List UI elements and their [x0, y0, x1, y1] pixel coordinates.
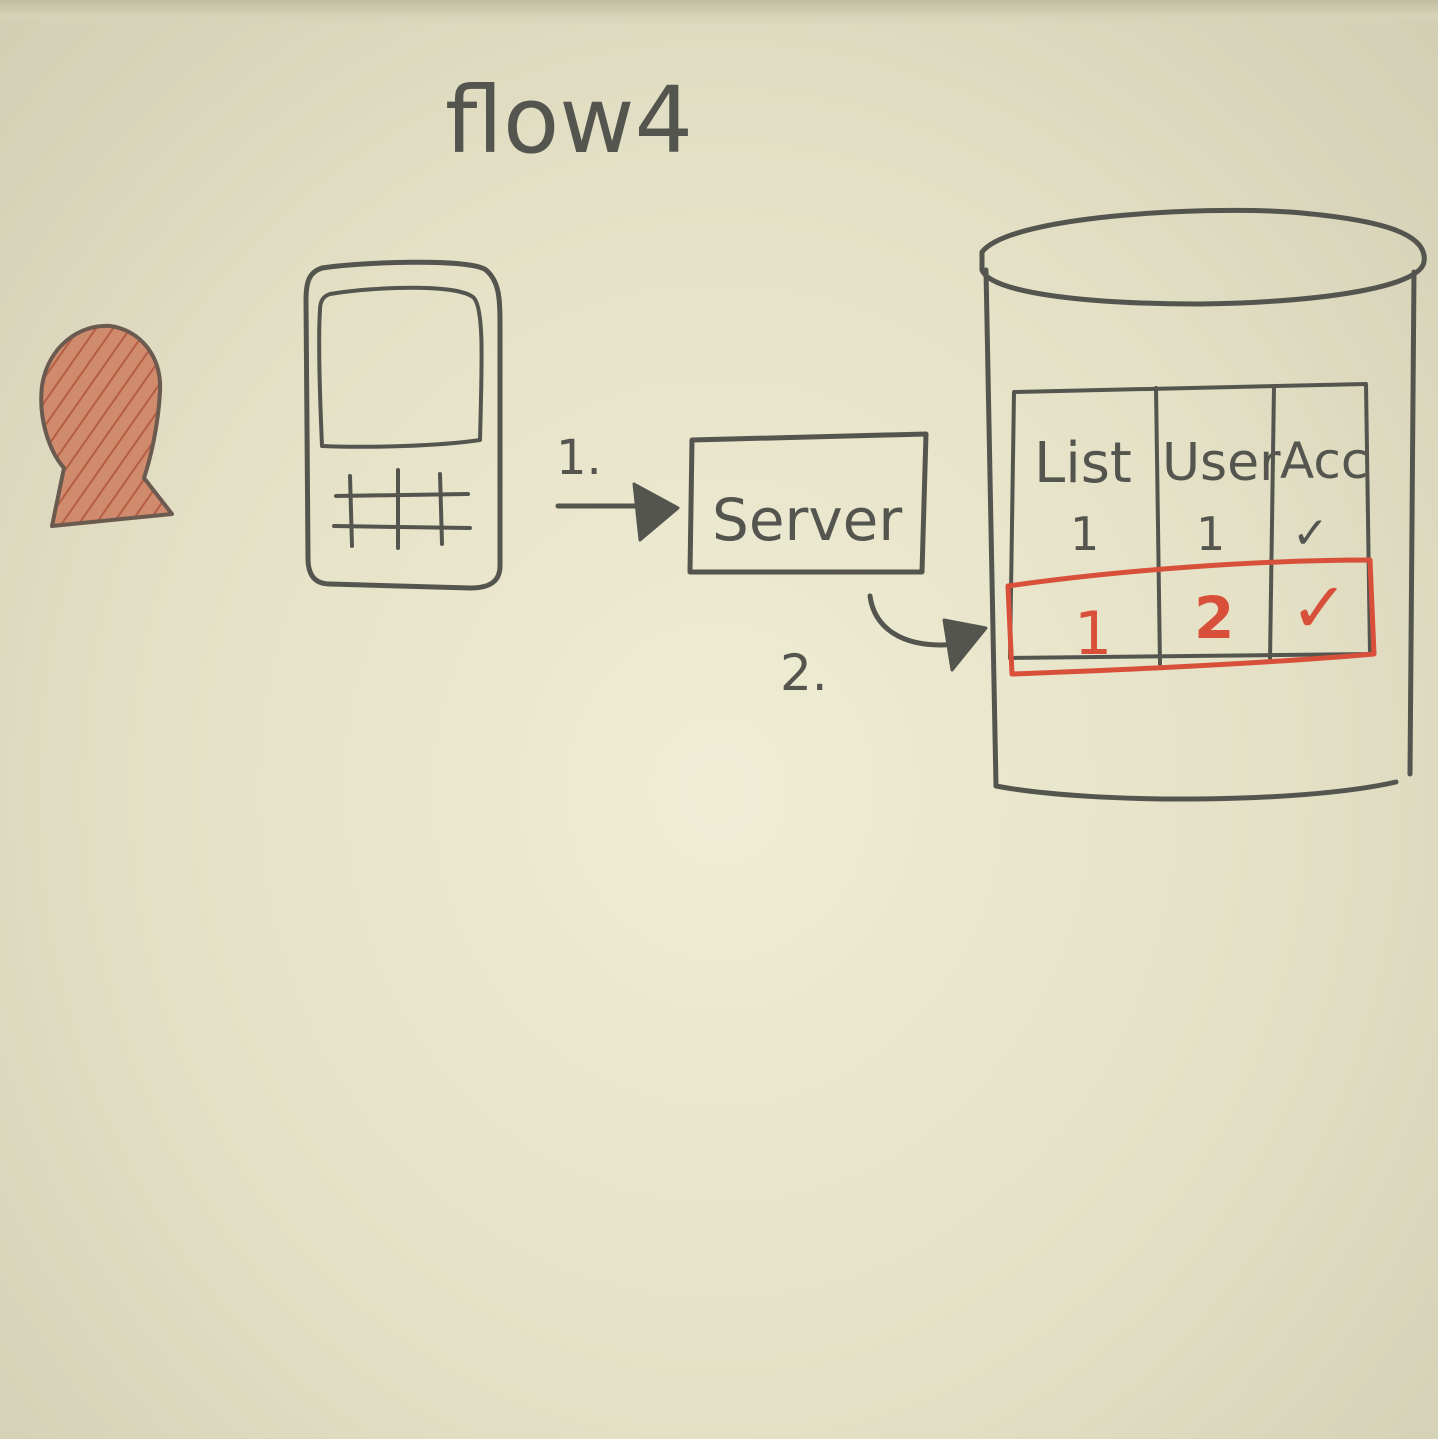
table-cell-r1-acc: ✓ — [1292, 508, 1329, 559]
table-cell-r2-user: 2 — [1194, 584, 1234, 652]
table-cell-r1-list: 1 — [1070, 507, 1099, 561]
table-cell-r2-list: 1 — [1074, 599, 1112, 669]
step-1-label: 1. — [556, 430, 602, 486]
arrow-step-1 — [555, 482, 680, 542]
diagram-title: flow4 — [445, 67, 693, 174]
step-2-label: 2. — [780, 644, 828, 702]
phone-icon — [303, 259, 503, 591]
table-cell-r2-acc: ✓ — [1290, 567, 1349, 649]
paper-edge — [0, 0, 1438, 26]
server-label: Server — [712, 486, 902, 554]
column-header-user: User — [1162, 433, 1281, 493]
table-cell-r1-user: 1 — [1196, 507, 1225, 561]
arrow-step-2 — [867, 593, 988, 672]
column-header-list: List — [1034, 431, 1132, 496]
person-icon — [39, 323, 174, 528]
database-icon — [979, 207, 1427, 802]
server-node: Server — [687, 431, 929, 575]
column-header-acc: Acc — [1280, 432, 1368, 490]
